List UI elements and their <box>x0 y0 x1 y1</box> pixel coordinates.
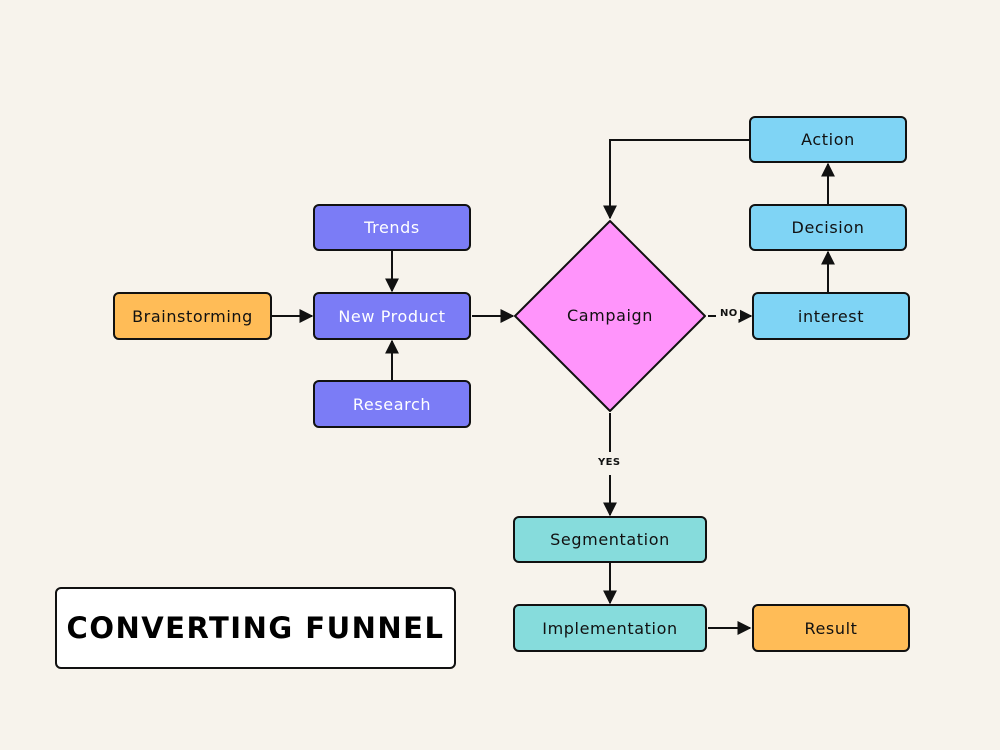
node-result[interactable]: Result <box>752 604 910 652</box>
node-segmentation[interactable]: Segmentation <box>513 516 707 563</box>
node-implementation-label: Implementation <box>542 618 678 638</box>
node-result-label: Result <box>804 618 858 638</box>
node-segmentation-label: Segmentation <box>550 530 670 549</box>
edge-label-yes: YES <box>596 457 623 468</box>
node-action[interactable]: Action <box>749 116 907 163</box>
node-campaign[interactable]: Campaign <box>515 220 705 410</box>
node-campaign-label: Campaign <box>566 305 654 325</box>
node-trends[interactable]: Trends <box>313 204 471 251</box>
node-new-product[interactable]: New Product <box>313 292 471 340</box>
node-interest-label: interest <box>797 306 865 326</box>
node-trends-label: Trends <box>364 218 420 237</box>
node-decision[interactable]: Decision <box>749 204 907 251</box>
campaign-diamond-shape <box>514 220 706 412</box>
node-brainstorming-label: Brainstorming <box>132 306 253 326</box>
diagram-title-box: CONVERTING FUNNEL <box>55 587 456 669</box>
node-new-product-label: New Product <box>338 306 446 326</box>
node-brainstorming[interactable]: Brainstorming <box>113 292 272 340</box>
node-action-label: Action <box>801 130 855 149</box>
edge-action-to-campaign <box>603 139 749 220</box>
node-implementation[interactable]: Implementation <box>513 604 707 652</box>
diagram-title: CONVERTING FUNNEL <box>66 611 445 645</box>
edge-label-no: NO <box>718 308 740 319</box>
node-research-label: Research <box>352 394 432 414</box>
node-decision-label: Decision <box>791 218 865 237</box>
node-research[interactable]: Research <box>313 380 471 428</box>
node-interest[interactable]: interest <box>752 292 910 340</box>
